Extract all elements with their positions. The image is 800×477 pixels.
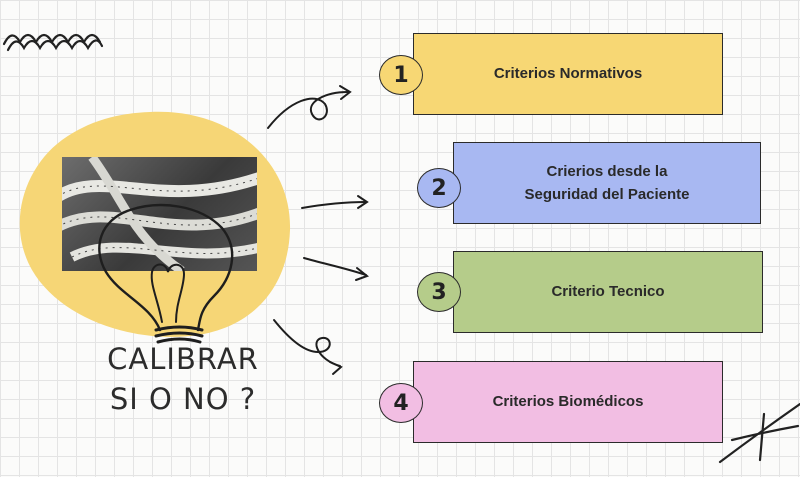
lightbulb-icon [98,203,234,332]
tape-icon [62,157,257,271]
item-box-4: Criterios Biomédicos [413,361,723,443]
item-label-4: Criterios Biomédicos [492,393,644,411]
arrow-to-item-2 [301,195,369,209]
item-box-1: Criterios Normativos [413,33,723,115]
arrow-to-item-3 [303,257,370,281]
arrow-to-item-4 [273,319,343,375]
number-badge-1: 1 [379,55,423,95]
item-label-2-line-2: Seguridad del Paciente [524,186,690,203]
zigzag-doodle [2,33,104,52]
number-badge-4: 4 [379,383,423,423]
item-label-3: Criterio Tecnico [551,283,665,301]
cross-doodle [718,402,800,464]
arrow-to-item-1 [267,85,352,129]
number-badge-2: 2 [417,168,461,208]
headline-si-o-no: SI O NO ? [109,382,257,416]
headline-calibrar: CALIBRAR [107,342,259,376]
item-box-3: Criterio Tecnico [453,251,763,333]
measuring-tape-photo [62,157,257,271]
item-box-2: Crierios desde la Seguridad del Paciente [453,142,761,224]
item-label-1: Criterios Normativos [493,65,643,83]
number-badge-3: 3 [417,272,461,312]
item-label-2-line-1: Crierios desde la [546,162,668,180]
